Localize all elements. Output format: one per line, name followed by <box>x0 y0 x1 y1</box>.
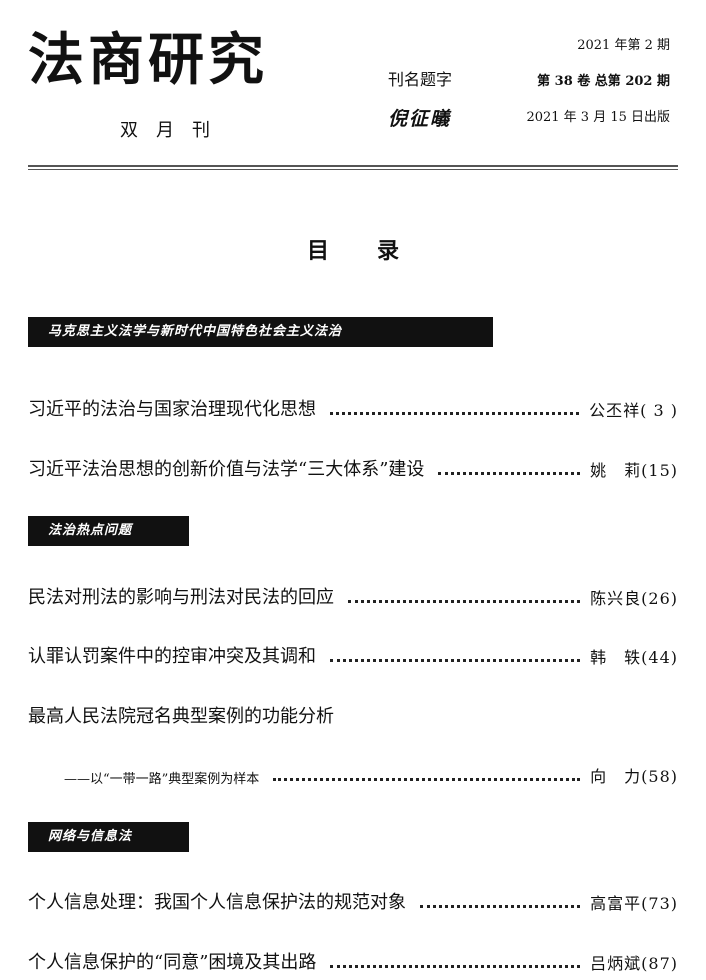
dot-leader <box>330 412 580 415</box>
entry-author-page: 陈兴良(26) <box>590 589 678 608</box>
toc-entry[interactable]: 习近平的法治与国家治理现代化思想 公丕祥( 3 ) <box>28 393 678 421</box>
toc-entry[interactable]: 认罪认罚案件中的控审冲突及其调和 韩 轶(44) <box>28 640 678 668</box>
header-rule-thick <box>28 165 678 167</box>
entry-author-page: 韩 轶(44) <box>590 648 678 667</box>
dot-leader <box>438 472 581 475</box>
entry-author-page: 高富平(73) <box>590 894 678 913</box>
dot-leader <box>420 905 581 908</box>
entry-author-page: 吕炳斌(87) <box>590 954 678 973</box>
section-header: 法治热点问题 <box>28 516 189 546</box>
journal-title: 法商研究 <box>28 27 268 93</box>
toc-entry[interactable]: 习近平法治思想的创新价值与法学“三大体系”建设 姚 莉(15) <box>28 453 678 481</box>
inscription-label: 刊名题字 <box>388 70 453 89</box>
toc-entry[interactable]: 个人信息保护的“同意”困境及其出路 吕炳斌(87) <box>28 946 678 974</box>
header-rule-thin <box>28 169 678 170</box>
dot-leader <box>330 965 581 968</box>
section-header: 网络与信息法 <box>28 822 189 852</box>
toc-entry[interactable]: 最高人民法院冠名典型案例的功能分析 <box>28 700 678 728</box>
entry-title: 认罪认罚案件中的控审冲突及其调和 <box>28 646 316 667</box>
entry-author-page: 姚 莉(15) <box>590 461 678 480</box>
volume-number: 第 38 卷 总第 202 期 <box>537 74 670 89</box>
publish-date: 2021 年 3 月 15 日出版 <box>526 110 670 125</box>
entry-subtitle: ——以“一带一路”典型案例为样本 <box>64 772 260 787</box>
toc-entry[interactable]: 个人信息处理：我国个人信息保护法的规范对象 高富平(73) <box>28 886 678 914</box>
entry-title: 习近平的法治与国家治理现代化思想 <box>28 399 316 420</box>
entry-author-page: 公丕祥( 3 ) <box>589 401 678 420</box>
publication-frequency: 双月刊 <box>120 120 228 141</box>
entry-title: 习近平法治思想的创新价值与法学“三大体系”建设 <box>28 459 425 480</box>
toc-entry[interactable]: 民法对刑法的影响与刑法对民法的回应 陈兴良(26) <box>28 581 678 609</box>
entry-author-page: 向 力(58) <box>590 767 678 786</box>
section-header: 马克思主义法学与新时代中国特色社会主义法治 <box>28 317 493 347</box>
entry-title: 民法对刑法的影响与刑法对民法的回应 <box>28 587 334 608</box>
toc-entry-subtitle[interactable]: ——以“一带一路”典型案例为样本 向 力(58) <box>28 759 678 787</box>
entry-title: 最高人民法院冠名典型案例的功能分析 <box>28 706 334 727</box>
entry-title: 个人信息处理：我国个人信息保护法的规范对象 <box>28 892 406 913</box>
entry-title: 个人信息保护的“同意”困境及其出路 <box>28 952 317 973</box>
dot-leader <box>348 600 581 603</box>
inscription-signature: 倪征㬢 <box>388 108 452 130</box>
dot-leader <box>273 778 581 781</box>
issue-number: 2021 年第 2 期 <box>577 38 670 53</box>
dot-leader <box>330 659 581 662</box>
toc-heading: 目录 <box>306 238 447 264</box>
